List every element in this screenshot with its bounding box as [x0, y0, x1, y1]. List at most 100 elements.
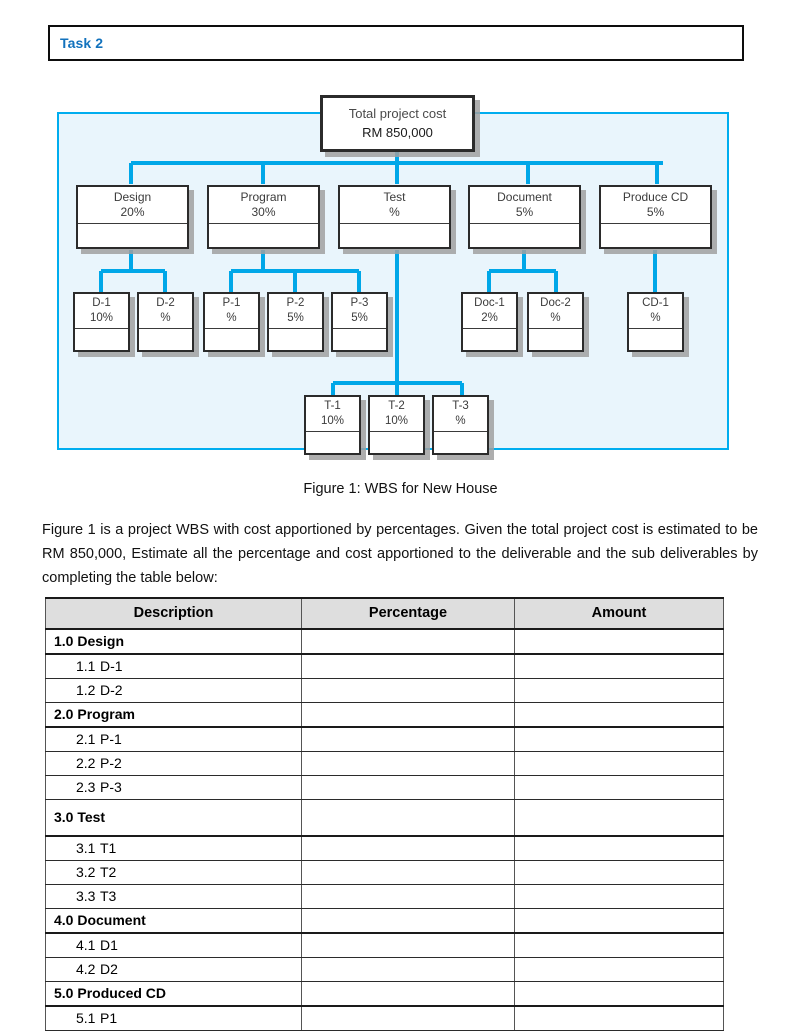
wbs-node-pct: %	[226, 311, 237, 324]
wbs-node-title: Test	[383, 190, 406, 205]
cell-amount[interactable]	[514, 799, 724, 837]
cell-sub-label: D-2	[100, 682, 123, 698]
cell-amount[interactable]	[514, 628, 724, 655]
wbs-node-blank	[269, 329, 322, 350]
cell-sub-label: D2	[100, 961, 118, 977]
cell-percentage[interactable]	[301, 860, 515, 885]
cell-percentage[interactable]	[301, 835, 515, 861]
cell-percentage[interactable]	[301, 678, 515, 703]
cell-amount[interactable]	[514, 702, 724, 728]
wbs-node-title: Produce CD	[622, 190, 689, 205]
wbs-node-pct: %	[389, 205, 400, 220]
cell-amount[interactable]	[514, 860, 724, 885]
cell-amount[interactable]	[514, 957, 724, 982]
table-row: 4.0 Document	[45, 908, 724, 934]
cell-amount[interactable]	[514, 1005, 724, 1031]
wbs-node-title: T-1	[324, 400, 341, 413]
wbs-node-pct: 5%	[351, 311, 368, 324]
wbs-node-blank	[470, 224, 579, 247]
cell-amount[interactable]	[514, 751, 724, 776]
cell-sub-label: P-2	[100, 755, 122, 771]
cell-amount[interactable]	[514, 678, 724, 703]
wbs-node-blank	[370, 432, 423, 453]
table-row: 2.0 Program	[45, 702, 724, 728]
wbs-diagram-panel	[57, 112, 729, 450]
wbs-node-d-1: D-1 10%	[73, 292, 130, 352]
wbs-node-pct: 5%	[287, 311, 304, 324]
cell-sub-number: 2.1	[76, 731, 96, 747]
wbs-node-pct: 2%	[481, 311, 498, 324]
wbs-node-blank	[629, 329, 682, 350]
cell-percentage[interactable]	[301, 751, 515, 776]
wbs-node-title: T-3	[452, 400, 469, 413]
cell-percentage[interactable]	[301, 981, 515, 1007]
wbs-connectors	[99, 152, 663, 395]
cell-description: 1.0 Design	[45, 628, 302, 655]
cell-percentage[interactable]	[301, 726, 515, 752]
table-header-row: Description Percentage Amount	[45, 597, 724, 630]
wbs-node-d-2: D-2 %	[137, 292, 194, 352]
cell-amount[interactable]	[514, 908, 724, 934]
wbs-node-blank	[139, 329, 192, 350]
wbs-node-doc-2: Doc-2 %	[527, 292, 584, 352]
wbs-node-pct: 10%	[320, 414, 345, 427]
wbs-node-pct: %	[650, 311, 661, 324]
cell-amount[interactable]	[514, 653, 724, 679]
cell-amount[interactable]	[514, 726, 724, 752]
wbs-node-blank	[601, 224, 710, 247]
wbs-node-p-3: P-3 5%	[331, 292, 388, 352]
cell-amount[interactable]	[514, 835, 724, 861]
wbs-node-pct: 20%	[120, 205, 145, 220]
cell-amount[interactable]	[514, 775, 724, 800]
wbs-node-pct: 30%	[251, 205, 276, 220]
cell-sub-label: D1	[100, 937, 118, 953]
cell-amount[interactable]	[514, 981, 724, 1007]
cell-sub-label: T1	[100, 840, 117, 856]
wbs-node-pct: %	[160, 311, 171, 324]
cell-sub-label: T3	[100, 888, 117, 904]
wbs-node-title: P-3	[350, 297, 369, 310]
wbs-node-title: P-2	[286, 297, 305, 310]
cell-percentage[interactable]	[301, 957, 515, 982]
wbs-node-blank	[75, 329, 128, 350]
cell-percentage[interactable]	[301, 775, 515, 800]
wbs-diagram: Total project cost RM 850,000 Design 20%…	[0, 0, 801, 480]
table-row: 5.0 Produced CD	[45, 981, 724, 1007]
cell-sub-label: P-3	[100, 779, 122, 795]
wbs-node-title: T-2	[388, 400, 405, 413]
cell-percentage[interactable]	[301, 628, 515, 655]
cell-sub-label: P1	[100, 1010, 118, 1026]
cell-amount[interactable]	[514, 884, 724, 909]
wbs-node-blank	[434, 432, 487, 453]
wbs-node-doc-1: Doc-1 2%	[461, 292, 518, 352]
wbs-node-t-2: T-2 10%	[368, 395, 425, 455]
cell-percentage[interactable]	[301, 932, 515, 958]
cell-sub-label: D-1	[100, 658, 123, 674]
cell-percentage[interactable]	[301, 908, 515, 934]
wbs-node-pct: 10%	[384, 414, 409, 427]
cell-percentage[interactable]	[301, 702, 515, 728]
cell-amount[interactable]	[514, 932, 724, 958]
wbs-node-blank	[333, 329, 386, 350]
wbs-node-blank	[463, 329, 516, 350]
cell-sub-label: P-1	[100, 731, 122, 747]
cell-sub-number: 3.3	[76, 888, 96, 904]
cell-percentage[interactable]	[301, 1005, 515, 1031]
cell-percentage[interactable]	[301, 799, 515, 837]
wbs-node-title: P-1	[222, 297, 241, 310]
cell-percentage[interactable]	[301, 653, 515, 679]
task-header-box: Task 2	[48, 25, 744, 61]
wbs-node-title: Program	[240, 190, 287, 205]
cell-percentage[interactable]	[301, 884, 515, 909]
column-header-amount: Amount	[514, 597, 724, 630]
